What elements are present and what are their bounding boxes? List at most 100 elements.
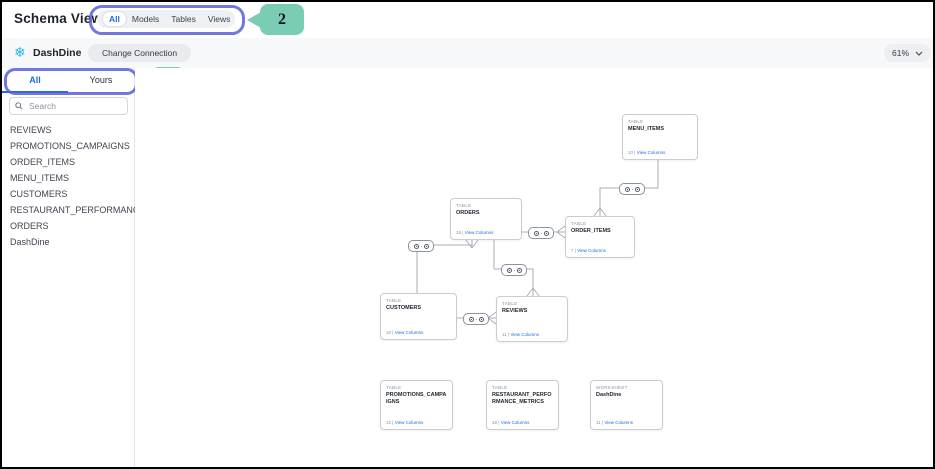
zoom-level-dropdown[interactable]: 61% <box>884 44 932 62</box>
node-kind-label: TABLE <box>386 298 402 303</box>
relationship-badge[interactable] <box>501 264 527 276</box>
view-columns-link[interactable]: View Columns <box>500 420 530 425</box>
separator: | <box>392 330 394 335</box>
column-count: 10 <box>628 150 634 155</box>
node-title: DashDine <box>596 392 622 398</box>
view-columns-link[interactable]: View Columns <box>604 420 634 425</box>
node-title: ORDER_ITEMS <box>571 228 611 234</box>
view-columns-link[interactable]: View Columns <box>394 330 424 335</box>
column-count: 11 <box>596 420 601 425</box>
node-footer: 15 | View Columns <box>456 230 493 235</box>
node-kind-label: WORKSHEET <box>596 385 628 390</box>
node-title: CUSTOMERS <box>386 305 422 311</box>
view-columns-link[interactable]: View Columns <box>464 230 494 235</box>
list-item-promotions-campaigns[interactable]: PROMOTIONS_CAMPAIGNS <box>10 141 130 151</box>
search-box[interactable] <box>9 97 128 115</box>
list-item-menu-items[interactable]: MENU_ITEMS <box>10 173 70 183</box>
chevron-down-icon <box>915 51 923 56</box>
column-count: 10 <box>386 330 392 335</box>
relationship-badge[interactable] <box>463 313 489 325</box>
node-title: ORDERS <box>456 210 480 216</box>
cardinality-icon <box>543 230 549 236</box>
separator: | <box>462 230 464 235</box>
cardinality-icon <box>624 186 630 192</box>
column-count: 7 <box>571 248 574 253</box>
relationship-badge[interactable] <box>408 240 434 252</box>
sidebar: All Yours REVIEWS PROMOTIONS_CAMPAIGNS O… <box>2 68 135 467</box>
node-kind-label: TABLE <box>492 385 508 390</box>
cardinality-icon <box>423 243 429 249</box>
node-kind-label: TABLE <box>456 203 472 208</box>
node-footer: 10 | View Columns <box>628 150 665 155</box>
dot-separator <box>540 232 542 234</box>
table-node-reviews[interactable]: TABLE REVIEWS 11 | View Columns <box>496 296 568 342</box>
cardinality-icon <box>478 316 484 322</box>
annotation-callout-2: 2 <box>260 4 304 35</box>
separator: | <box>574 248 576 253</box>
cardinality-icon <box>468 316 474 322</box>
sidebar-tab-yours[interactable]: Yours <box>89 75 113 85</box>
node-kind-label: TABLE <box>502 301 518 306</box>
list-item-customers[interactable]: CUSTOMERS <box>10 189 68 199</box>
list-item-restaurant-performance-metrics[interactable]: RESTAURANT_PERFORMANCE_METRICS <box>10 205 135 215</box>
search-input[interactable] <box>27 100 111 112</box>
list-item-orders[interactable]: ORDERS <box>10 221 49 231</box>
schema-diagram-canvas[interactable]: TABLE MENU_ITEMS 10 | View Columns TABLE… <box>135 68 933 467</box>
zoom-level-value: 61% <box>892 48 910 58</box>
active-tab-indicator <box>2 91 68 93</box>
schema-type-tabs: All Models Tables Views <box>97 10 235 28</box>
sidebar-tab-all[interactable]: All <box>29 75 41 85</box>
node-kind-label: TABLE <box>571 221 587 226</box>
view-columns-link[interactable]: View Columns <box>636 150 666 155</box>
separator: | <box>507 332 510 337</box>
column-count: 12 <box>386 420 392 425</box>
change-connection-button[interactable]: Change Connection <box>88 44 192 62</box>
node-footer: 7 | View Columns <box>571 248 606 253</box>
node-kind-label: TABLE <box>386 385 402 390</box>
node-footer: 18 | View Columns <box>492 420 529 425</box>
table-node-menu-items[interactable]: TABLE MENU_ITEMS 10 | View Columns <box>622 114 698 160</box>
worksheet-node-dashdine[interactable]: WORKSHEET DashDine 11 | View Columns <box>590 380 663 430</box>
separator: | <box>392 420 394 425</box>
separator: | <box>498 420 500 425</box>
view-columns-link[interactable]: View Columns <box>394 420 424 425</box>
relationship-badge[interactable] <box>528 227 554 239</box>
tab-tables[interactable]: Tables <box>171 14 196 24</box>
table-node-orders[interactable]: TABLE ORDERS 15 | View Columns <box>450 198 522 240</box>
table-node-order-items[interactable]: TABLE ORDER_ITEMS 7 | View Columns <box>565 216 635 258</box>
node-footer: 10 | View Columns <box>386 330 423 335</box>
dot-separator <box>475 318 477 320</box>
dot-separator <box>513 269 515 271</box>
view-columns-link[interactable]: View Columns <box>510 332 540 337</box>
column-count: 18 <box>492 420 498 425</box>
list-item-dashdine[interactable]: DashDine <box>10 237 50 247</box>
dot-separator <box>420 245 422 247</box>
list-item-order-items[interactable]: ORDER_ITEMS <box>10 157 76 167</box>
object-list: REVIEWS PROMOTIONS_CAMPAIGNS ORDER_ITEMS… <box>2 122 135 250</box>
tab-models[interactable]: Models <box>131 14 160 24</box>
table-node-promotions-campaigns[interactable]: TABLE PROMOTIONS_CAMPAIGNS 12 | View Col… <box>380 380 453 430</box>
node-footer: 11 | View Columns <box>502 332 539 337</box>
tab-views[interactable]: Views <box>207 14 231 24</box>
separator: | <box>634 150 636 155</box>
column-count: 15 <box>456 230 462 235</box>
node-kind-label: TABLE <box>628 119 644 124</box>
top-header: Schema Viewer All Models Tables Views 2 <box>2 2 933 39</box>
node-title: RESTAURANT_PERFORMANCE_METRICS <box>492 392 552 405</box>
connection-bar: ❄ DashDine Change Connection 61% <box>2 38 933 69</box>
view-columns-link[interactable]: View Columns <box>577 248 606 253</box>
node-footer: 11 | View Columns <box>596 420 633 425</box>
table-node-customers[interactable]: TABLE CUSTOMERS 10 | View Columns <box>380 293 457 340</box>
snowflake-icon: ❄ <box>14 44 26 60</box>
dot-separator <box>631 188 633 190</box>
list-item-reviews[interactable]: REVIEWS <box>10 125 52 135</box>
connection-name: DashDine <box>33 47 82 59</box>
cardinality-icon <box>516 267 522 273</box>
separator: | <box>601 420 604 425</box>
node-footer: 12 | View Columns <box>386 420 423 425</box>
table-node-restaurant-performance-metrics[interactable]: TABLE RESTAURANT_PERFORMANCE_METRICS 18 … <box>486 380 559 430</box>
relationship-badge[interactable] <box>619 183 645 195</box>
node-title: REVIEWS <box>502 308 528 314</box>
tab-all[interactable]: All <box>103 12 126 26</box>
